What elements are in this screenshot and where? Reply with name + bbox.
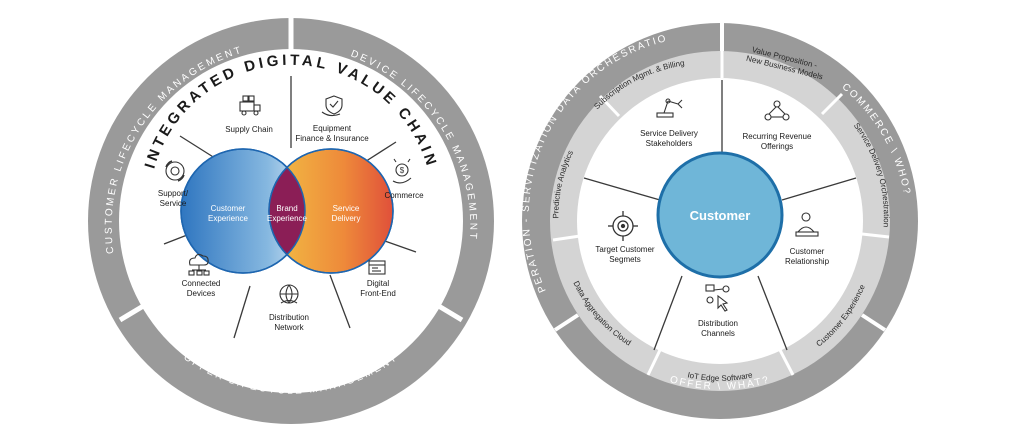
label-target-2: Segmets: [609, 255, 641, 264]
label-distribution-2: Network: [274, 323, 304, 332]
shield-hand-icon: [321, 95, 343, 117]
cloud-network-icon: [188, 253, 210, 276]
customer-center-circle: [656, 151, 784, 279]
label-equipment-1: Equipment: [313, 124, 352, 133]
label-relationship-1: Customer: [790, 247, 825, 256]
label-distribution-channels-1: Distribution: [698, 319, 738, 328]
label-recurring-2: Offerings: [761, 142, 793, 151]
label-digital-2: Front-End: [360, 289, 396, 298]
coin-hand-icon: $: [392, 158, 412, 184]
label-stakeholders-2: Stakeholders: [646, 139, 693, 148]
label-distribution-1: Distribution: [269, 313, 309, 322]
svg-text:$: $: [400, 166, 405, 175]
truck-icon: [239, 95, 261, 116]
venn-right-label-1: Service: [333, 204, 360, 213]
gear-cycle-icon: [165, 160, 185, 182]
label-support-2: Service: [160, 199, 187, 208]
label-digital-1: Digital: [367, 279, 389, 288]
label-distribution-channels-2: Channels: [701, 329, 735, 338]
ring-iot-edge: IoT Edge Software: [687, 370, 754, 383]
target-icon: [608, 211, 638, 241]
label-recurring-1: Recurring Revenue: [743, 132, 812, 141]
center-customer-label: Customer: [690, 208, 751, 223]
label-equipment-2: Finance & Insurance: [295, 134, 369, 143]
label-supply-chain: Supply Chain: [225, 125, 273, 134]
person-desk-icon: [795, 212, 819, 237]
click-channels-icon: [705, 284, 730, 312]
label-commerce: Commerce: [384, 191, 424, 200]
venn-middle-label-1: Brand: [276, 204, 297, 213]
venn-left-label-2: Experience: [208, 214, 249, 223]
handshake-globe-icon: [279, 284, 299, 304]
left-wheel: CUSTOMER LIFECYCLE MANAGEMENT DEVICE LIF…: [88, 18, 494, 424]
robot-arm-icon: [656, 98, 683, 118]
browser-window-icon: [368, 260, 386, 275]
label-connected-2: Devices: [187, 289, 215, 298]
label-support-1: Support/: [158, 189, 189, 198]
label-connected-1: Connected: [182, 279, 221, 288]
venn-left-label-1: Customer: [211, 204, 246, 213]
venn-right-label-2: Delivery: [332, 214, 361, 223]
venn-middle-label-2: Experience: [267, 214, 308, 223]
label-relationship-2: Relationship: [785, 257, 830, 266]
right-segment-dividers: [583, 80, 857, 351]
label-stakeholders-1: Service Delivery: [640, 129, 698, 138]
network-nodes-icon: [764, 100, 790, 121]
label-target-1: Target Customer: [595, 245, 654, 254]
